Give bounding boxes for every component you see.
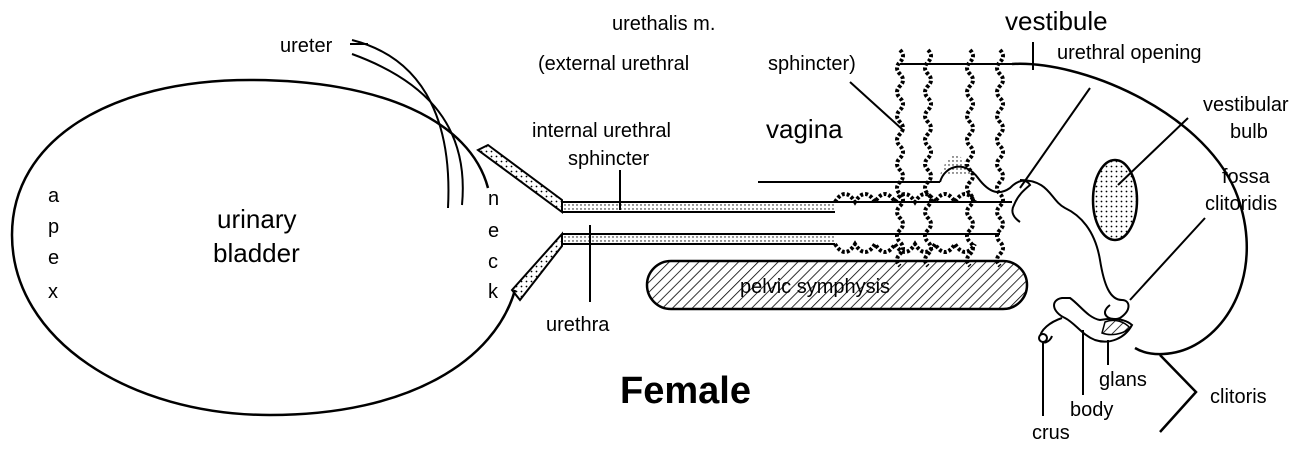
label-internal-sphincter-2: sphincter xyxy=(568,148,649,170)
label-vestibule: vestibule xyxy=(1005,6,1108,36)
label-bladder: bladder xyxy=(213,238,300,268)
label-glans: glans xyxy=(1099,369,1147,391)
label-neck-n: n xyxy=(488,188,499,210)
label-apex-e: e xyxy=(48,247,59,269)
label-urinary: urinary xyxy=(217,204,296,234)
clitoris-bracket xyxy=(1160,355,1196,432)
leader-urethral-opening xyxy=(1020,88,1090,188)
label-neck-k: k xyxy=(488,281,499,303)
crus-end xyxy=(1039,334,1047,342)
label-fossa-1: fossa xyxy=(1222,166,1271,188)
label-vestibular-bulb-2: bulb xyxy=(1230,121,1268,143)
urethralis-loops-top xyxy=(835,194,975,202)
label-neck-c: c xyxy=(488,251,498,273)
label-crus: crus xyxy=(1032,422,1070,444)
label-body: body xyxy=(1070,399,1113,421)
label-urethral-opening: urethral opening xyxy=(1057,42,1202,64)
label-clitoris: clitoris xyxy=(1210,386,1267,408)
urethra-lower-wall-fill xyxy=(562,235,835,243)
leader-urethralis xyxy=(850,82,903,130)
label-vagina: vagina xyxy=(766,114,843,144)
label-urethra: urethra xyxy=(546,314,610,336)
label-urethralis-1: urethalis m. xyxy=(612,13,715,35)
leader-vestibular-bulb xyxy=(1118,118,1188,185)
urethra-upper-wall-fill xyxy=(562,203,835,211)
label-pelvic-symphysis: pelvic symphysis xyxy=(740,276,890,298)
leader-fossa xyxy=(1130,218,1205,300)
label-ureter: ureter xyxy=(280,35,333,57)
label-neck-e: e xyxy=(488,220,499,242)
label-fossa-2: clitoridis xyxy=(1205,193,1277,215)
label-vestibular-bulb-1: vestibular xyxy=(1203,94,1289,116)
label-urethralis-2: (external urethral xyxy=(538,53,689,75)
bladder-neck-lower xyxy=(512,234,562,300)
ureter-line-a xyxy=(352,40,448,208)
label-apex-a: a xyxy=(48,185,60,207)
label-internal-sphincter-1: internal urethral xyxy=(532,120,671,142)
label-urethralis-3: sphincter) xyxy=(768,53,856,75)
clitoris-body-outline xyxy=(1054,298,1132,342)
label-apex-x: x xyxy=(48,281,58,303)
label-apex-p: p xyxy=(48,216,59,238)
diagram-title: Female xyxy=(620,370,751,412)
